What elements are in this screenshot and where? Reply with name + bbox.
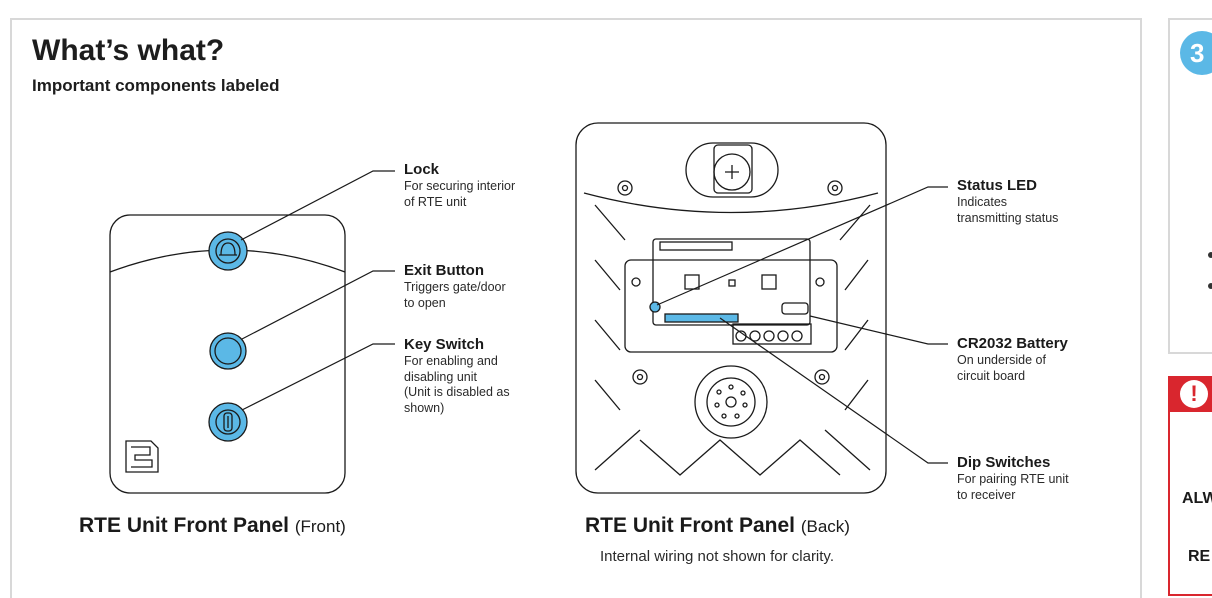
wiring-note: Internal wiring not shown for clarity. xyxy=(600,548,834,565)
back-caption: RTE Unit Front Panel (Back) xyxy=(585,514,850,538)
exit-button-callout: Exit Button Triggers gate/door to open xyxy=(404,262,506,311)
dip-switches-callout-desc: For pairing RTE unit to receiver xyxy=(957,472,1069,502)
front-panel-drawing xyxy=(109,214,346,494)
front-caption-main: RTE Unit Front Panel xyxy=(79,514,289,537)
warning-line-1: ALW xyxy=(1182,490,1212,507)
lock-callout-title: Lock xyxy=(404,161,440,178)
dip-switches-callout: Dip Switches For pairing RTE unit to rec… xyxy=(957,454,1069,503)
step-number-badge: 3 xyxy=(1180,31,1212,75)
key-switch-callout: Key Switch For enabling and disabling un… xyxy=(404,336,510,416)
back-panel-outline xyxy=(575,122,887,494)
warning-icon: ! xyxy=(1180,380,1208,408)
battery-callout-title: CR2032 Battery xyxy=(957,335,1068,352)
circuit-board xyxy=(624,259,838,353)
board-switch-icon xyxy=(684,274,700,290)
back-panel-drawing xyxy=(575,122,887,494)
key-switch-callout-desc: For enabling and disabling unit (Unit is… xyxy=(404,354,510,415)
exit-button-callout-desc: Triggers gate/door to open xyxy=(404,280,506,310)
exit-button-callout-title: Exit Button xyxy=(404,262,484,279)
front-caption-paren: (Front) xyxy=(294,517,346,536)
lock-icon xyxy=(208,231,248,271)
lock-callout-desc: For securing interior of RTE unit xyxy=(404,179,516,209)
front-panel-outline xyxy=(109,214,346,494)
page-title: What’s what? xyxy=(32,34,225,67)
dip-switches-callout-title: Dip Switches xyxy=(957,454,1051,471)
next-step-panel xyxy=(1168,18,1212,354)
header-pins xyxy=(659,241,733,251)
page-subtitle: Important components labeled xyxy=(32,76,280,95)
lock-callout: Lock For securing interior of RTE unit xyxy=(404,161,515,210)
back-caption-paren: (Back) xyxy=(800,517,850,536)
bullet-icon xyxy=(1208,283,1212,289)
key-switch-callout-title: Key Switch xyxy=(404,336,485,353)
brand-logo-icon xyxy=(125,440,159,473)
exit-button-icon xyxy=(209,332,247,370)
battery-callout-desc: On underside of circuit board xyxy=(957,353,1046,383)
screw-icon xyxy=(827,180,843,196)
battery-icon xyxy=(781,302,809,315)
bullet-icon xyxy=(1208,252,1212,258)
terminal-block xyxy=(732,323,812,345)
screw-icon xyxy=(617,180,633,196)
main-panel xyxy=(10,18,1142,598)
board-switch-icon xyxy=(761,274,777,290)
front-caption: RTE Unit Front Panel (Front) xyxy=(79,514,346,538)
cable-gland-icon xyxy=(685,142,779,198)
status-led-icon xyxy=(649,301,661,313)
key-switch-icon xyxy=(208,402,248,442)
leader-lines xyxy=(240,170,948,464)
back-caption-main: RTE Unit Front Panel xyxy=(585,514,795,537)
warning-line-2: RE xyxy=(1188,548,1211,565)
status-led-callout: Status LED Indicates transmitting status xyxy=(957,177,1058,226)
dip-switches-icon xyxy=(664,313,739,323)
status-led-callout-desc: Indicates transmitting status xyxy=(957,195,1059,225)
battery-callout: CR2032 Battery On underside of circuit b… xyxy=(957,335,1068,384)
back-panel-top-curve xyxy=(583,192,879,214)
components-diagram xyxy=(109,122,948,494)
status-led-callout-title: Status LED xyxy=(957,177,1038,194)
connector-icon xyxy=(694,365,768,439)
